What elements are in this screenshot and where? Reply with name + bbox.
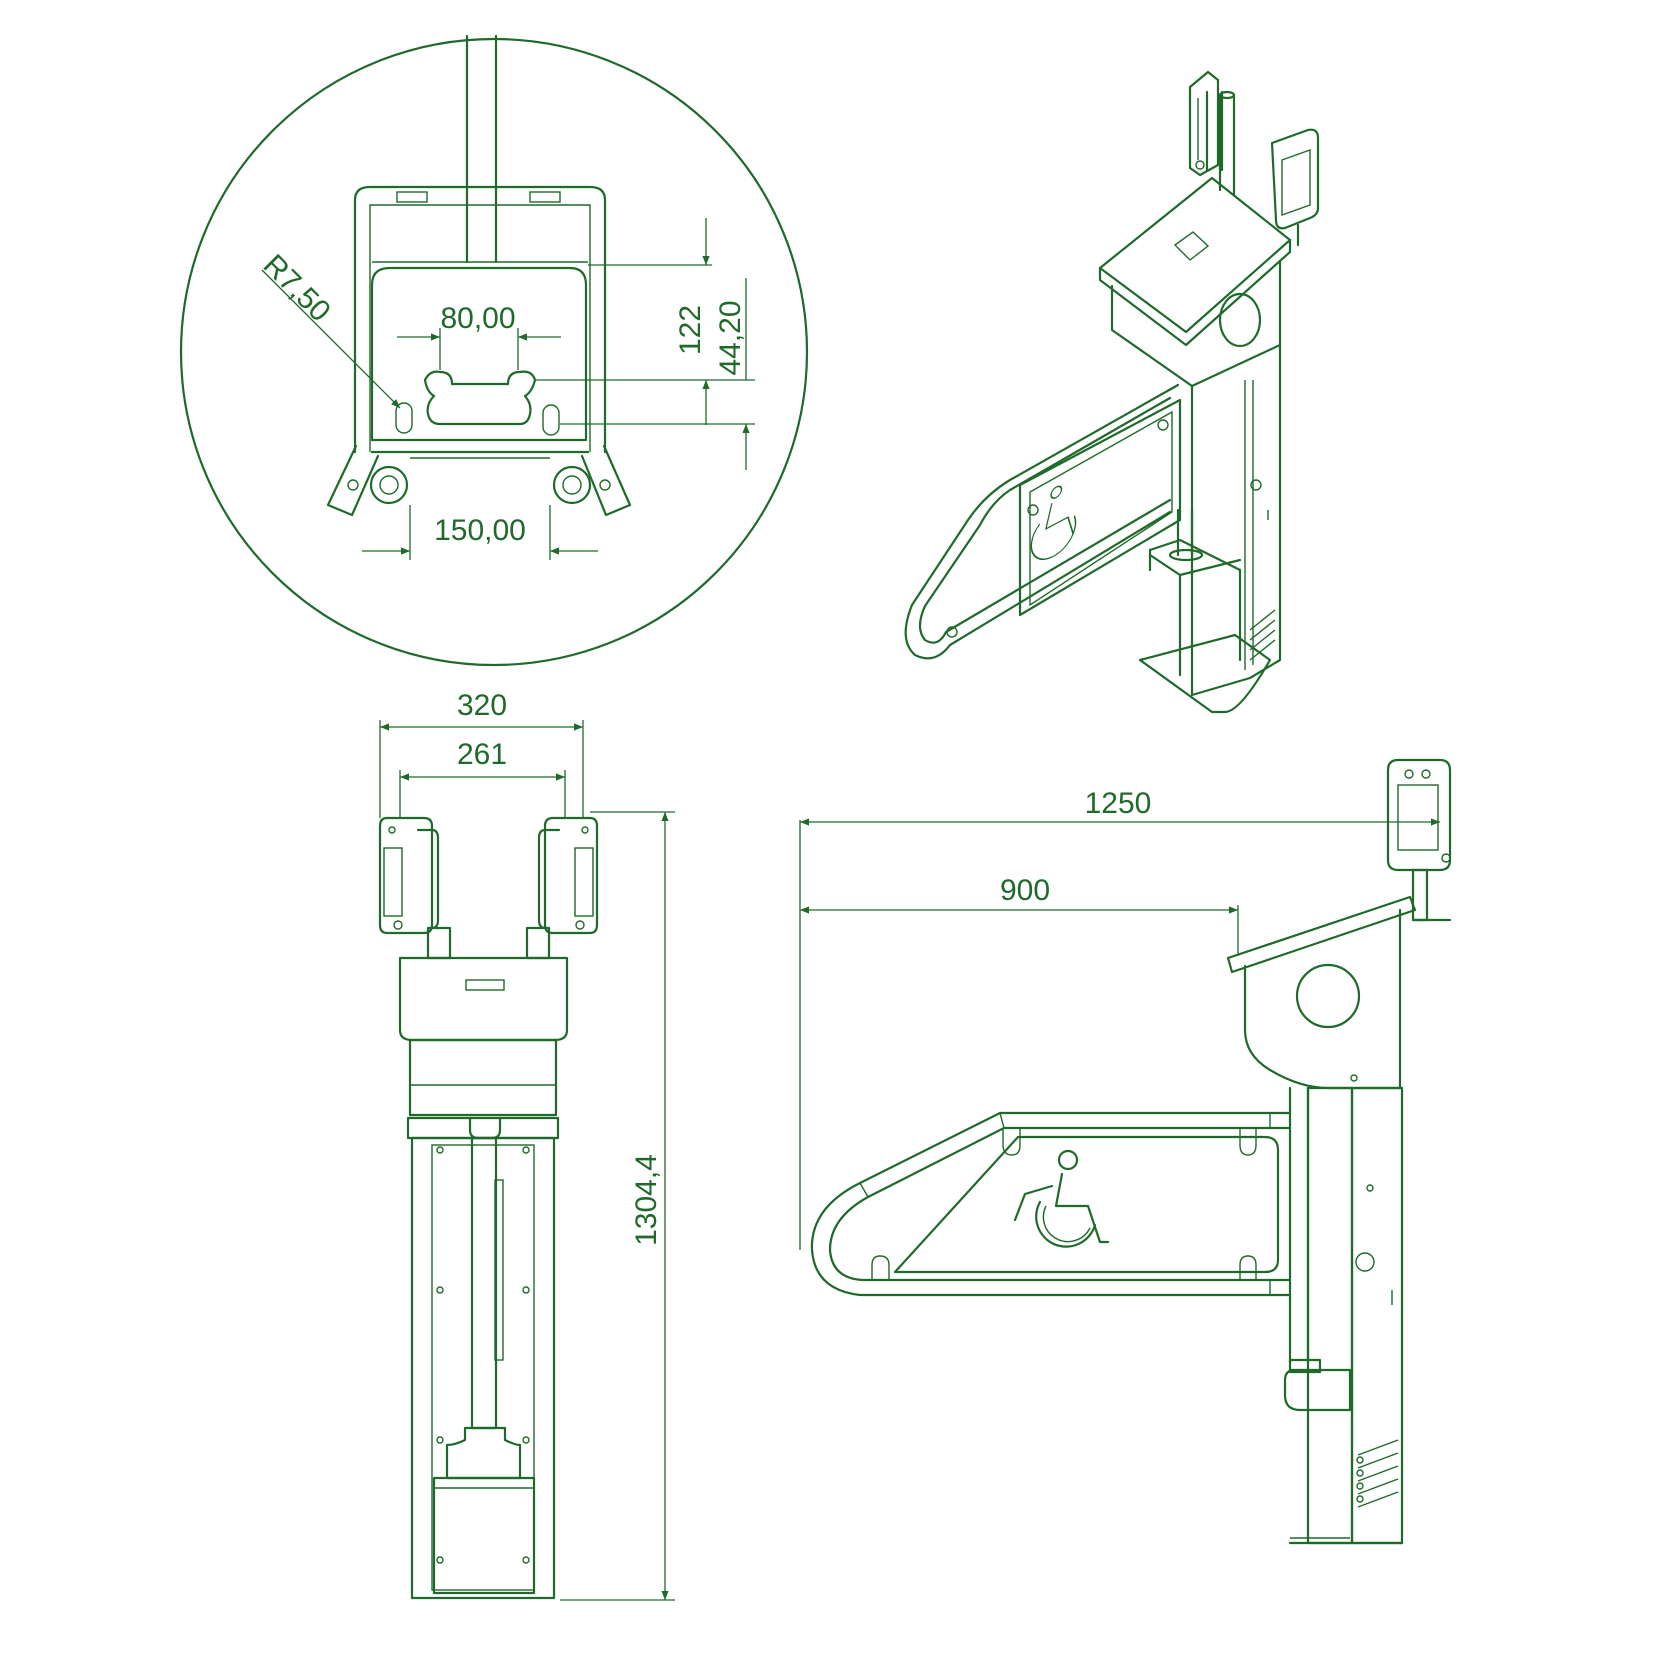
wheelchair-icon xyxy=(1030,485,1077,561)
isometric-view xyxy=(904,70,1320,714)
outer-width-label: 320 xyxy=(457,689,507,722)
arm-length-label: 900 xyxy=(1000,874,1050,907)
face-scanner-icon xyxy=(1270,128,1320,247)
radius-label: R7,50 xyxy=(257,248,337,328)
height-b-label: 44,20 xyxy=(714,300,747,375)
detail-top-view: 80,00 150,00 122 44,20 R7,50 xyxy=(179,34,809,667)
inner-width-label: 261 xyxy=(457,738,507,771)
height-a-label: 122 xyxy=(674,305,707,355)
wheelchair-icon xyxy=(1013,1149,1110,1248)
front-view: 320 261 1304,4 xyxy=(378,689,675,1601)
total-length-label: 1250 xyxy=(1085,787,1152,820)
total-height-label: 1304,4 xyxy=(630,1154,663,1246)
side-view: 1250 900 xyxy=(799,758,1452,1545)
slot-spacing-label: 80,00 xyxy=(440,302,515,335)
post-spacing-label: 150,00 xyxy=(434,514,526,547)
